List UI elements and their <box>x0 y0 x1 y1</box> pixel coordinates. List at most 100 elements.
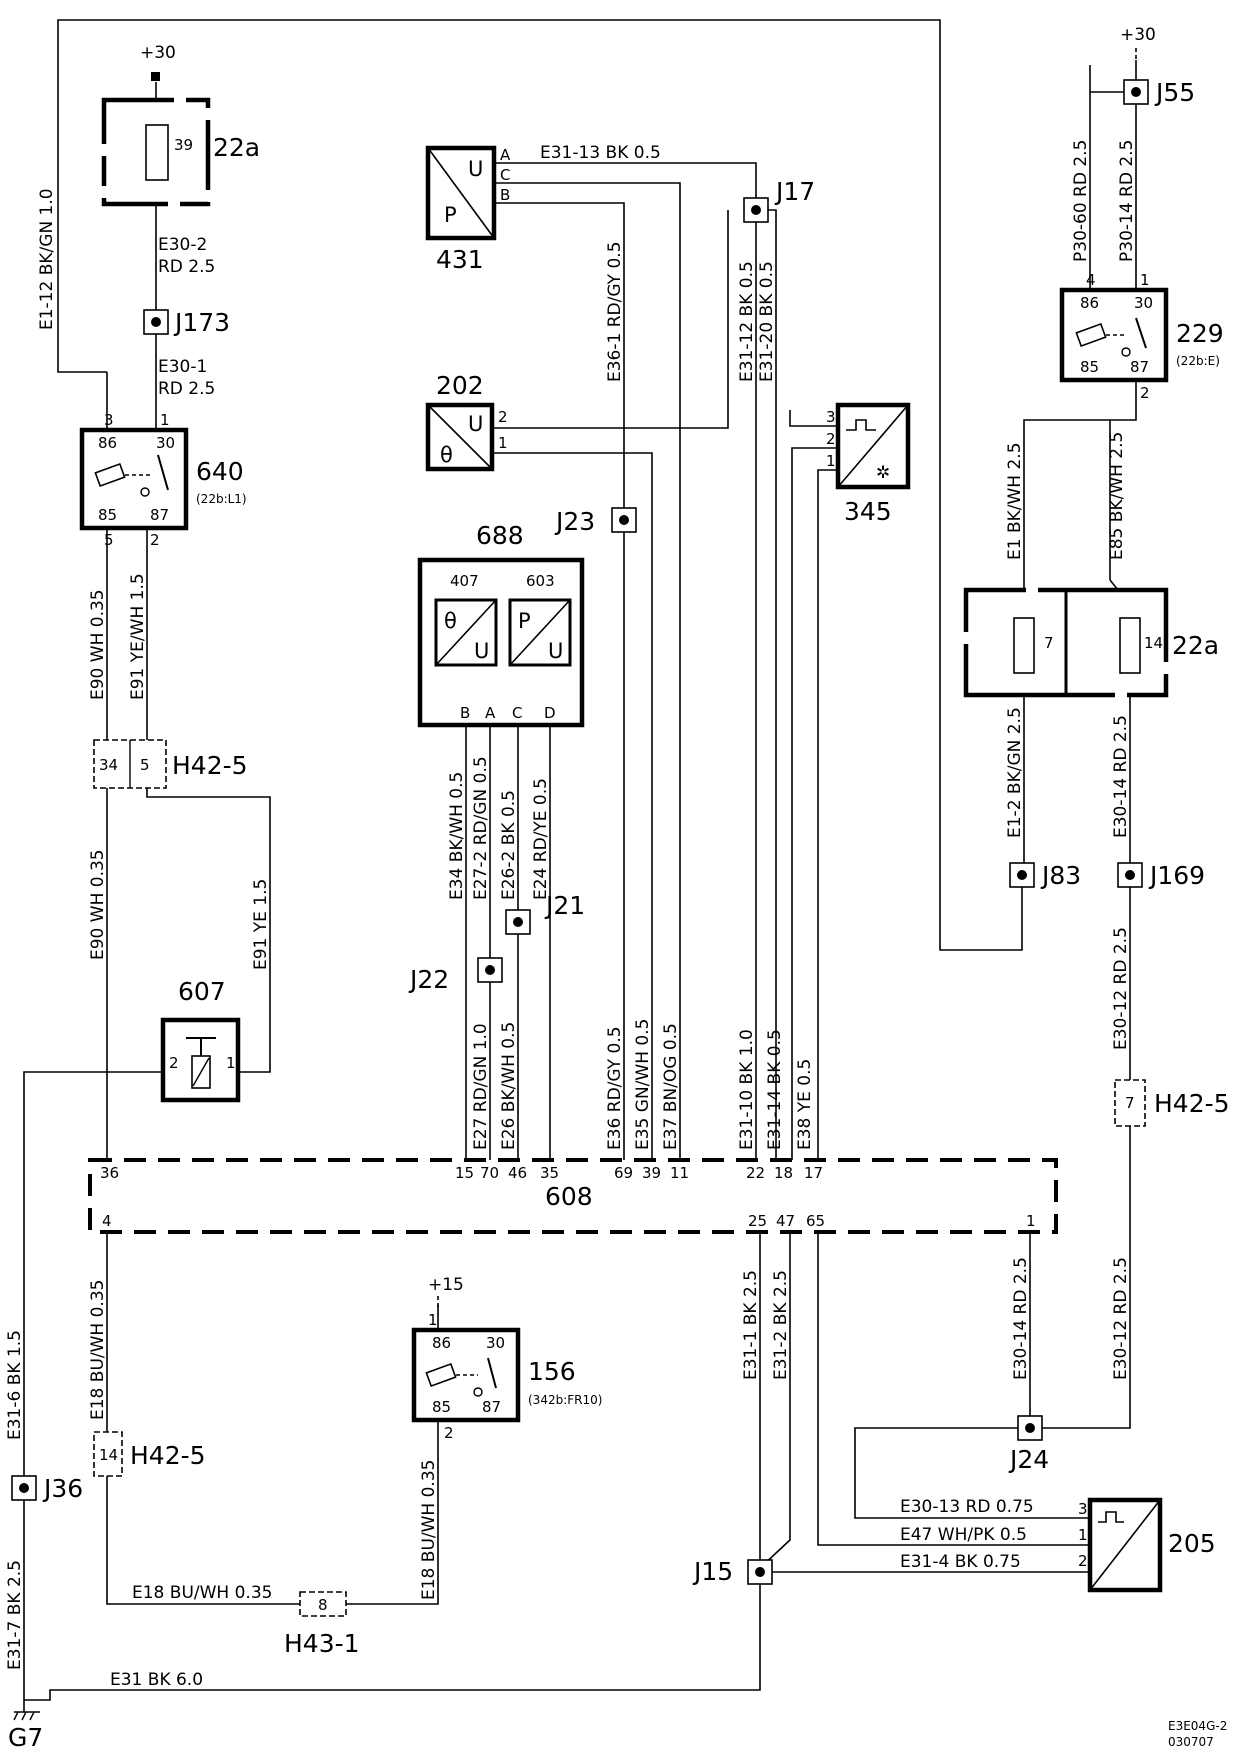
junction-j22: J22 <box>408 957 503 994</box>
relay-229-85: 85 <box>1080 358 1099 376</box>
label-e35: E35 GN/WH 0.5 <box>633 1019 653 1150</box>
label-e1-2: E1-2 BK/GN 2.5 <box>1005 707 1025 838</box>
relay-229-30: 30 <box>1134 294 1153 312</box>
ecu-608-pin69: 69 <box>614 1164 633 1182</box>
label-e30-14-top: E30-14 RD 2.5 <box>1111 715 1131 838</box>
label-e1: E1 BK/WH 2.5 <box>1005 442 1025 560</box>
sensor-431-pb: B <box>500 186 510 204</box>
junction-j36: J36 <box>11 1474 83 1503</box>
label-e31-7: E31-7 BK 2.5 <box>5 1560 25 1670</box>
connector-h42-5-right: 7 H42-5 <box>1114 1079 1230 1127</box>
label-e90-top: E90 WH 0.35 <box>88 589 108 700</box>
ecu-608-pin25: 25 <box>748 1212 767 1230</box>
connector-h43-1: 8 H43-1 <box>284 1591 360 1658</box>
relay-229-86: 86 <box>1080 294 1099 312</box>
label-e31-2: E31-2 BK 2.5 <box>771 1270 791 1380</box>
wire-229-out <box>1109 380 1137 580</box>
junction-j23: J23 <box>554 507 637 536</box>
sensor-205-p1: 1 <box>1078 1526 1088 1544</box>
label-e38: E38 YE 0.5 <box>795 1059 815 1150</box>
sensor-345-p2: 2 <box>826 430 836 448</box>
label-e91-bot: E91 YE 1.5 <box>251 879 271 970</box>
label-e31-6: E31-6 BK 1.5 <box>5 1330 25 1440</box>
wire-e31-6 <box>23 1071 761 1701</box>
label-e34: E34 BK/WH 0.5 <box>447 772 467 900</box>
junction-j55: J55 <box>1123 78 1195 107</box>
relay-640-t2: 2 <box>150 531 160 549</box>
sensor-202-theta: θ <box>440 443 453 467</box>
sensor-205: 3 1 2 205 <box>1078 1497 1216 1593</box>
relay-229-label: 229 <box>1176 319 1224 348</box>
wires <box>23 19 1137 1701</box>
label-e31-13: E31-13 BK 0.5 <box>540 143 661 163</box>
relay-156-86: 86 <box>432 1334 451 1352</box>
ecu-608-pin39: 39 <box>642 1164 661 1182</box>
sensor-202-label: 202 <box>436 371 484 400</box>
label-e31-1: E31-1 BK 2.5 <box>741 1270 761 1380</box>
ecu-608-pin17: 17 <box>804 1164 823 1182</box>
relay-640-86: 86 <box>98 434 117 452</box>
footer-date: 030707 <box>1168 1735 1214 1749</box>
fuse-39-label: 39 <box>174 136 193 154</box>
module-688-pA: A <box>485 704 496 722</box>
label-e37: E37 BN/OG 0.5 <box>661 1023 681 1150</box>
wire-e30-13 <box>854 1427 1090 1519</box>
connector-h42-5-top: 34 5 H42-5 <box>93 739 248 789</box>
relay-229-t4: 4 <box>1086 271 1096 289</box>
relay-640: 3 1 86 30 85 87 5 2 640 (22b:L1) <box>79 411 247 549</box>
label-e31-main: E31 BK 6.0 <box>110 1670 203 1690</box>
wire-345-p3 <box>789 410 838 427</box>
fuse-box-22a-right: 7 14 22a <box>963 587 1219 698</box>
relay-156-87: 87 <box>482 1398 501 1416</box>
wire-e1 <box>1023 419 1110 620</box>
sensor-202-p1: 1 <box>498 434 508 452</box>
wire-e18 <box>106 1232 300 1605</box>
sensor-202-p2: 2 <box>498 408 508 426</box>
comp-607-p2: 2 <box>169 1054 179 1072</box>
j24-label: J24 <box>1008 1445 1049 1474</box>
module-688-pC: C <box>512 704 522 722</box>
label-p30-14: P30-14 RD 2.5 <box>1117 140 1137 262</box>
j21-label: J21 <box>544 891 585 920</box>
ecu-608: 608 36 15 70 46 35 69 39 11 22 18 17 4 2… <box>88 1158 1058 1234</box>
ecu-608-pin1: 1 <box>1026 1212 1036 1230</box>
label-e26-2: E26-2 BK 0.5 <box>499 790 519 900</box>
module-688-603: 603 <box>526 572 555 590</box>
relay-640-30: 30 <box>156 434 175 452</box>
label-e18-v: E18 BU/WH 0.35 <box>88 1280 108 1420</box>
label-e27: E27 RD/GN 1.0 <box>471 1023 491 1150</box>
supply-15: +15 <box>428 1275 464 1295</box>
sensor-345: ✲ 3 2 1 345 <box>826 402 911 526</box>
h42-5-pin34: 34 <box>99 756 118 774</box>
label-e30-1a: E30-1 <box>158 357 207 377</box>
label-e85: E85 BK/WH 2.5 <box>1107 432 1127 560</box>
relay-640-87: 87 <box>150 506 169 524</box>
sensor-205-label: 205 <box>1168 1529 1216 1558</box>
label-e30-12-mid: E30-12 RD 2.5 <box>1111 927 1131 1050</box>
relay-640-t5: 5 <box>104 531 114 549</box>
module-688-label: 688 <box>476 521 524 550</box>
wire-202-p2 <box>492 210 729 429</box>
sensor-431-u: U <box>468 157 483 181</box>
h43-1-pin8: 8 <box>318 1596 328 1614</box>
relay-156: 1 86 30 85 87 2 156 (342b:FR10) <box>411 1311 602 1442</box>
sensor-202: U θ 2 1 202 <box>425 371 508 472</box>
module-688-407: 407 <box>450 572 479 590</box>
module-688-theta: θ <box>444 609 457 633</box>
module-688-u1: U <box>474 639 489 663</box>
supply-30-left: +30 <box>140 43 176 63</box>
ecu-608-pin46: 46 <box>508 1164 527 1182</box>
label-e30-2b: RD 2.5 <box>158 257 215 277</box>
relay-156-t2: 2 <box>444 1424 454 1442</box>
ecu-608-pin47: 47 <box>776 1212 795 1230</box>
wire-e91-bot <box>146 788 271 1073</box>
wire-e47 <box>817 1232 1090 1546</box>
label-e31-14: E31-14 BK 0.5 <box>765 1029 785 1150</box>
label-p30-60: P30-60 RD 2.5 <box>1071 140 1091 262</box>
label-e27-2: E27-2 RD/GN 0.5 <box>471 756 491 900</box>
module-688-pD: D <box>544 704 556 722</box>
h43-1-label: H43-1 <box>284 1629 360 1658</box>
relay-229: 4 1 86 30 85 87 2 229 (22b:E) <box>1059 271 1224 402</box>
module-688-p: P <box>518 609 531 633</box>
j23-label: J23 <box>554 507 595 536</box>
